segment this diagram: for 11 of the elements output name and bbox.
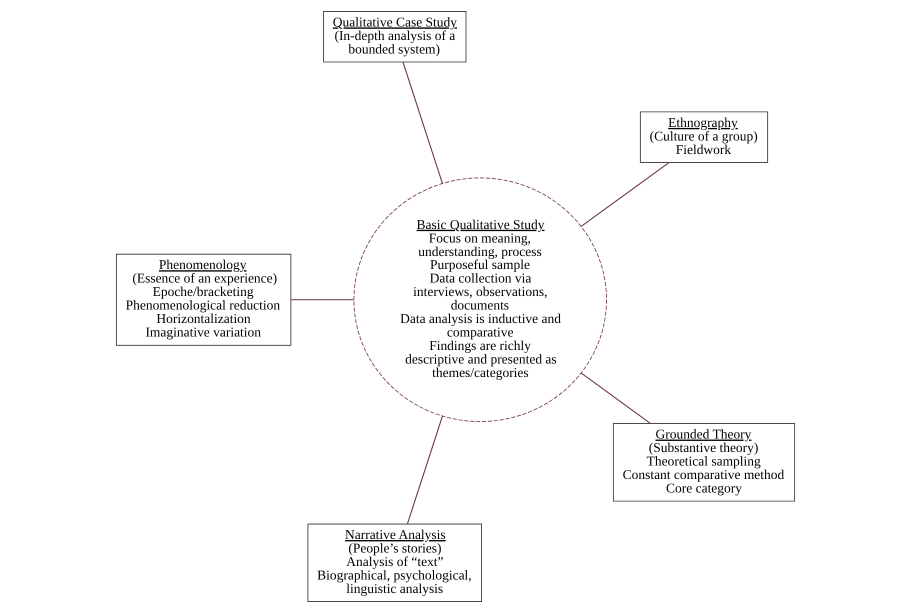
node-box: Ethnography (Culture of a group) Fieldwork [639,111,768,163]
connector [580,162,669,227]
connector [406,416,442,524]
connector [402,62,442,184]
node-box: Qualitative Case Study (In-depth analysis of a bounded system) [322,10,466,62]
connector [290,299,354,300]
node-box: Narrative Analysis (People’s stories) Analysis of “text” Biographical, psychological, linguistic analysis [307,524,482,602]
node-circle: Basic Qualitative Study Focus on meaning, understanding, process Purposeful sample Data collection via interviews, observations, documents Data analysis is inductive and comparative Findings are richly descriptive and presented as themes/categories [353,178,606,422]
node-box: Phenomenology (Essence of an experience) Epoche/bracketing Phenomenological reduction Horizontalization Imaginative variation [115,254,291,346]
node-box: Grounded Theory (Substantive theory) Theoretical sampling Constant comparative method Core category [612,423,795,502]
connector [580,372,650,424]
